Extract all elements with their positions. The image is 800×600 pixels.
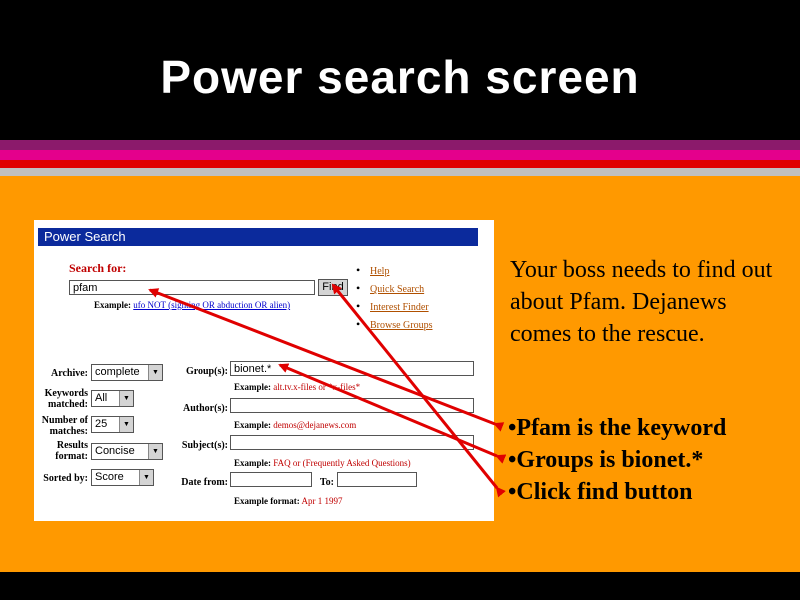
bullet-keyword: •Pfam is the keyword xyxy=(508,415,727,441)
search-example-text: ufo NOT (sighting OR abduction OR alien) xyxy=(133,300,291,310)
results-format-select[interactable]: Concise ▼ xyxy=(91,443,163,460)
bullet-find-button: •Click find button xyxy=(508,479,693,505)
author-example-text: demos@dejanews.com xyxy=(273,420,357,430)
date-to-label: To: xyxy=(319,477,334,488)
number-of-matches-select[interactable]: 25 ▼ xyxy=(91,416,134,433)
keywords-matched-value: All xyxy=(95,392,108,404)
chevron-down-icon: ▼ xyxy=(119,391,133,406)
sorted-by-label: Sorted by: xyxy=(43,473,88,484)
archive-value: complete xyxy=(95,366,140,378)
subject-example: Example: FAQ or (Frequently Asked Questi… xyxy=(234,458,411,468)
chevron-down-icon: ▼ xyxy=(139,470,153,485)
subject-example-text: FAQ or (Frequently Asked Questions) xyxy=(273,458,411,468)
author-example-prefix: Example: xyxy=(234,420,271,430)
slide-bullets: •Pfam is the keyword •Groups is bionet.*… xyxy=(508,412,798,508)
chevron-down-icon: ▼ xyxy=(148,444,162,459)
search-for-label: Search for: xyxy=(69,261,127,275)
date-from-label: Date from: xyxy=(181,477,228,488)
groups-example: Example: alt.tv.x-files or *x-files* xyxy=(234,382,360,392)
date-example-text: Apr 1 1997 xyxy=(301,496,343,506)
results-format-value: Concise xyxy=(95,445,135,457)
search-example: Example: ufo NOT (sighting OR abduction … xyxy=(94,300,290,310)
stripe-gray xyxy=(0,168,800,176)
subject-example-prefix: Example: xyxy=(234,458,271,468)
interest-finder-link[interactable]: Interest Finder xyxy=(356,298,433,316)
slide-description: Your boss needs to find out about Pfam. … xyxy=(510,254,790,350)
chevron-down-icon: ▼ xyxy=(119,417,133,432)
date-to-input[interactable] xyxy=(337,472,417,487)
chevron-down-icon: ▼ xyxy=(148,365,162,380)
subject-input[interactable] xyxy=(230,435,474,450)
keywords-matched-select[interactable]: All ▼ xyxy=(91,390,134,407)
find-button[interactable]: Find xyxy=(318,279,348,296)
archive-select[interactable]: complete ▼ xyxy=(91,364,163,381)
archive-label: Archive: xyxy=(50,368,88,379)
number-of-matches-value: 25 xyxy=(95,418,108,430)
search-input[interactable]: pfam xyxy=(69,280,315,295)
sorted-by-select[interactable]: Score ▼ xyxy=(91,469,154,486)
help-link[interactable]: Help xyxy=(356,262,433,280)
power-search-screenshot: Power Search Search for: pfam Find Examp… xyxy=(34,220,494,521)
groups-example-prefix: Example: xyxy=(234,382,271,392)
groups-example-text: alt.tv.x-files or *x-files* xyxy=(273,382,361,392)
date-from-input[interactable] xyxy=(230,472,312,487)
date-example: Example format: Apr 1 1997 xyxy=(234,496,343,506)
description-text: Your boss needs to find out about Pfam. … xyxy=(510,257,773,347)
stripe-purple xyxy=(0,140,800,150)
date-example-prefix: Example format: xyxy=(234,496,300,506)
subject-label: Subject(s): xyxy=(181,440,228,451)
number-of-matches-label: Number of matches: xyxy=(41,415,88,437)
browse-groups-link[interactable]: Browse Groups xyxy=(356,316,433,334)
author-input[interactable] xyxy=(230,398,474,413)
quick-search-link[interactable]: Quick Search xyxy=(356,280,433,298)
author-example: Example: demos@dejanews.com xyxy=(234,420,356,430)
search-example-prefix: Example: xyxy=(94,300,131,310)
results-format-label: Results format: xyxy=(55,440,88,462)
side-links: Help Quick Search Interest Finder Browse… xyxy=(356,262,433,334)
author-label: Author(s): xyxy=(183,403,228,414)
sorted-by-value: Score xyxy=(95,471,124,483)
bullet-groups: •Groups is bionet.* xyxy=(508,447,704,473)
stripe-magenta xyxy=(0,150,800,160)
groups-label: Group(s): xyxy=(185,366,228,377)
keywords-matched-label: Keywords matched: xyxy=(44,388,88,410)
stripe-red xyxy=(0,160,800,168)
slide-title: Power search screen xyxy=(160,51,640,103)
power-search-header: Power Search xyxy=(38,228,478,246)
groups-input[interactable]: bionet.* xyxy=(230,361,474,376)
